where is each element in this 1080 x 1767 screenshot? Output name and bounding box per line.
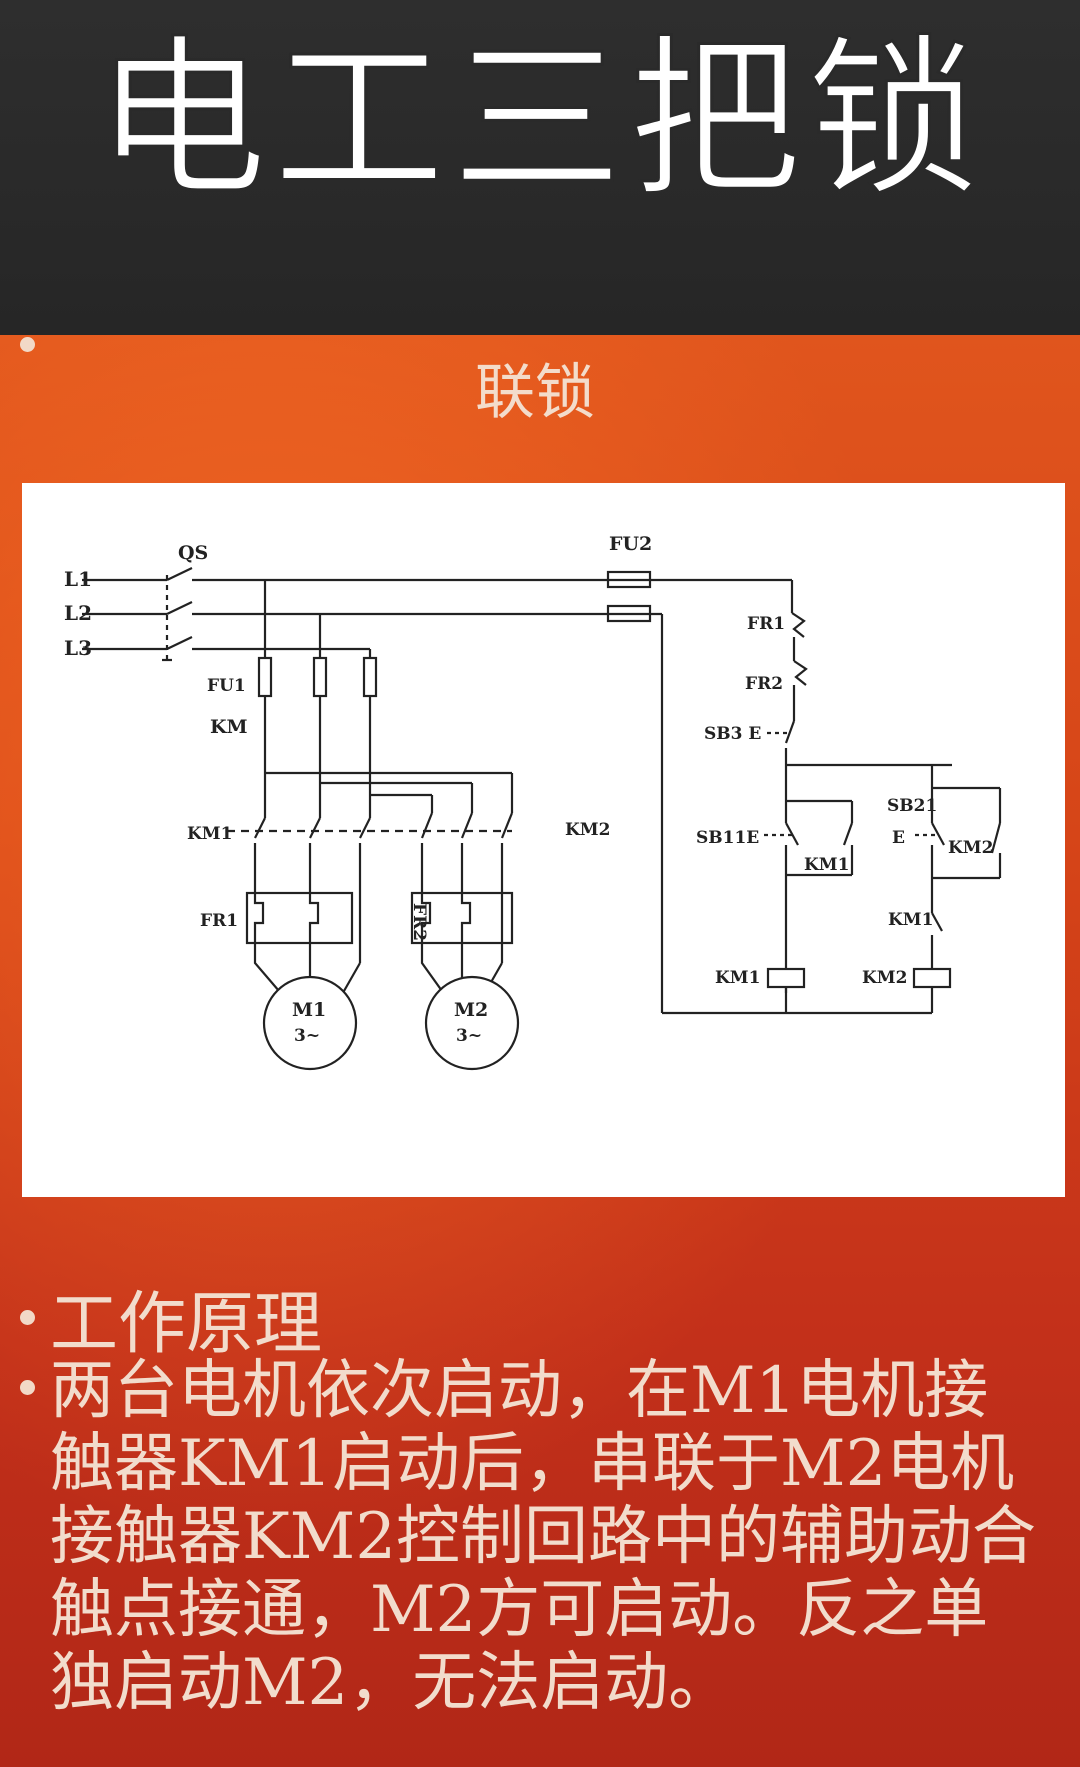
fu1-fuse-1 xyxy=(257,656,273,698)
slide: 联锁 xyxy=(0,335,1080,1767)
label-fu1: FU1 xyxy=(207,676,246,696)
fr2-element-2 xyxy=(460,893,472,943)
label-m2-phase: 3~ xyxy=(456,1026,482,1046)
km2-coil xyxy=(912,967,952,989)
label-fr1: FR1 xyxy=(200,911,238,931)
qs-blade-3 xyxy=(166,636,193,650)
km1-interlock-contact xyxy=(931,912,943,932)
label-fr2: FR2 xyxy=(409,903,429,941)
section-heading: 工作原理 xyxy=(50,1285,323,1364)
km1-coil xyxy=(766,967,806,989)
label-km1-hold: KM1 xyxy=(804,855,849,875)
label-m2: M2 xyxy=(454,999,488,1021)
label-m1-phase: 3~ xyxy=(294,1026,320,1046)
label-ctrl-fr1: FR1 xyxy=(747,614,785,634)
circuit-diagram: L1 L2 L3 QS FU2 FU1 KM KM1 KM2 FR1 FR2 M… xyxy=(22,483,1065,1197)
label-km2-coil: KM2 xyxy=(862,968,907,988)
label-km2-main: KM2 xyxy=(565,820,610,840)
fr1-box xyxy=(245,891,354,945)
label-l3: L3 xyxy=(64,636,92,660)
label-fu2: FU2 xyxy=(609,533,652,555)
qs-blade-2 xyxy=(166,601,193,615)
m1-lead-1 xyxy=(253,943,286,999)
km2-hold-contact xyxy=(990,822,1002,854)
fu2-fuse-bottom xyxy=(606,604,652,623)
label-l1: L1 xyxy=(64,567,92,591)
label-km1-interlock: KM1 xyxy=(888,910,933,930)
label-l2: L2 xyxy=(64,601,92,625)
km1-hold-contact xyxy=(842,822,854,846)
header-bar: 电工三把锁 xyxy=(0,0,1080,335)
sb3-contact xyxy=(784,720,796,744)
m2-lead-1 xyxy=(420,943,448,999)
label-km1-coil: KM1 xyxy=(715,968,760,988)
km1-contact-1 xyxy=(254,817,266,839)
km2-contact-2 xyxy=(460,812,474,839)
label-km2-hold: KM2 xyxy=(948,838,993,858)
qs-blade-1 xyxy=(166,567,193,581)
km1-contact-3 xyxy=(359,817,371,839)
bullet-icon xyxy=(20,1310,35,1325)
page-title: 电工三把锁 xyxy=(94,18,985,221)
circuit-diagram-svg: L1 L2 L3 QS FU2 FU1 KM KM1 KM2 FR1 FR2 M… xyxy=(64,533,1002,1071)
fr2-element-1 xyxy=(420,893,432,943)
label-ctrl-fr2: FR2 xyxy=(745,674,783,694)
bullet-icon xyxy=(20,1380,35,1395)
fu2-fuse-top xyxy=(606,570,652,589)
body-paragraph: 两台电机依次启动，在M1电机接触器KM1启动后，串联于M2电机接触器KM2控制回… xyxy=(50,1354,1037,1720)
label-sb21-e: E xyxy=(892,828,905,848)
label-m1: M1 xyxy=(292,999,326,1021)
km1-contact-2 xyxy=(309,817,321,839)
label-km: KM xyxy=(210,716,248,738)
slide-subtitle: 联锁 xyxy=(475,358,595,428)
ctrl-fr1-contact xyxy=(791,612,806,638)
label-sb21: SB21 xyxy=(887,796,937,816)
fu1-fuse-2 xyxy=(312,656,328,698)
motor-m1 xyxy=(262,975,358,1071)
label-km1-main: KM1 xyxy=(187,824,232,844)
km2-contact-1 xyxy=(420,812,434,839)
fr1-element-1 xyxy=(253,893,265,943)
bullet-icon xyxy=(20,337,35,352)
motor-m2 xyxy=(424,975,520,1071)
label-sb11: SB11E xyxy=(696,828,759,848)
ctrl-fr2-contact xyxy=(793,660,808,686)
fr1-element-2 xyxy=(308,893,320,943)
sb21-contact xyxy=(931,822,945,846)
label-sb3: SB3 E xyxy=(704,724,761,744)
fu1-fuse-3 xyxy=(362,656,378,698)
km2-contact-3 xyxy=(500,812,514,839)
label-qs: QS xyxy=(178,542,208,564)
